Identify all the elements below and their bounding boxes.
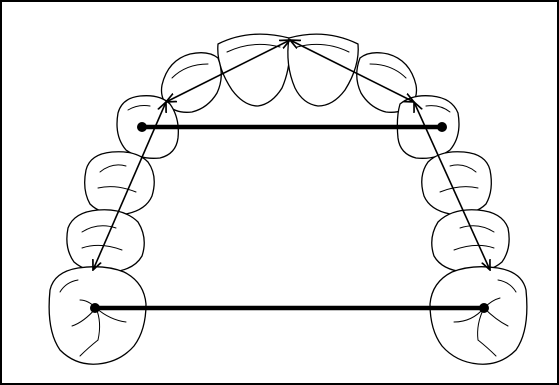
tooth-left-lateral-incisor	[162, 53, 222, 113]
tooth-right-second-premolar	[432, 210, 509, 273]
right-canine-point	[437, 122, 447, 132]
right-molar-point	[479, 303, 489, 313]
intermolar-width-line	[90, 303, 489, 313]
left-molar-point	[90, 303, 100, 313]
tooth-left-first-molar	[49, 267, 146, 365]
tooth-right-first-premolar	[422, 152, 492, 215]
tooth-right-first-molar	[430, 267, 527, 365]
left-canine-point	[137, 122, 147, 132]
tooth-left-first-premolar	[85, 152, 155, 215]
